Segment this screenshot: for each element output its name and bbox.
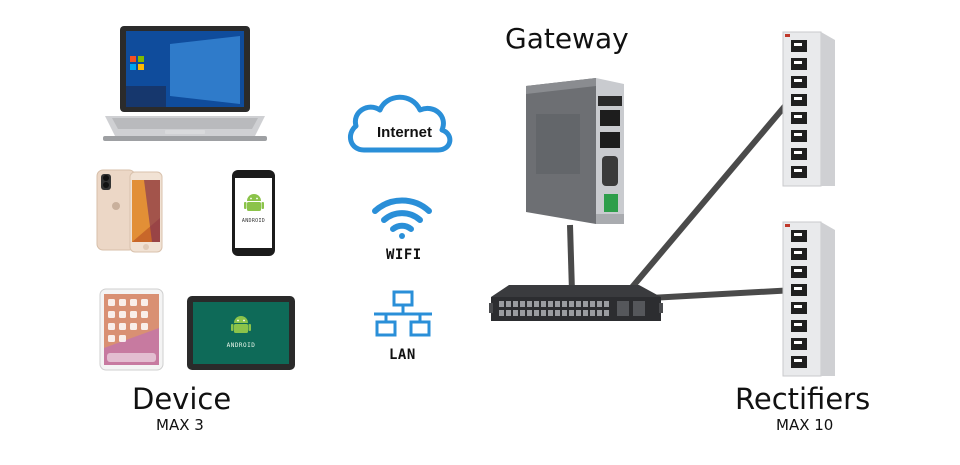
device-max-label: MAX 3 xyxy=(156,416,204,434)
network-switch xyxy=(489,285,663,321)
gateway-device xyxy=(526,78,624,224)
rectifiers-label: Rectifiers xyxy=(735,382,871,416)
wifi-icon xyxy=(372,197,432,239)
switch-rectifier1-cable xyxy=(625,98,793,294)
laptop-device xyxy=(103,26,267,141)
rectifier-rack-1 xyxy=(782,31,835,187)
rectifiers-max-label: MAX 10 xyxy=(776,416,834,434)
android-phone-device: ANDROID xyxy=(232,170,275,256)
android-robot-icon xyxy=(231,316,251,333)
wifi-label: WIFI xyxy=(386,247,422,263)
rectifier-rack-2 xyxy=(782,221,835,377)
android-tablet-wordmark: ANDROID xyxy=(226,342,256,349)
iphone-device xyxy=(96,169,163,253)
android-tablet-screen: ANDROID xyxy=(193,302,289,364)
lan-network-icon xyxy=(374,290,432,337)
android-phone-wordmark: ANDROID xyxy=(241,218,266,224)
switch-rectifier2-cable xyxy=(649,287,796,301)
android-tablet-device: ANDROID xyxy=(187,296,295,370)
gateway-switch-cable xyxy=(567,224,575,293)
internet-label: Internet xyxy=(377,124,433,141)
lan-label: LAN xyxy=(389,347,416,363)
android-phone-screen: ANDROID xyxy=(235,178,272,248)
device-label: Device xyxy=(132,382,232,416)
gateway-label: Gateway xyxy=(505,22,629,55)
android-robot-icon xyxy=(244,194,264,211)
ipad-device xyxy=(99,288,164,371)
internet-cloud-icon xyxy=(347,94,453,153)
